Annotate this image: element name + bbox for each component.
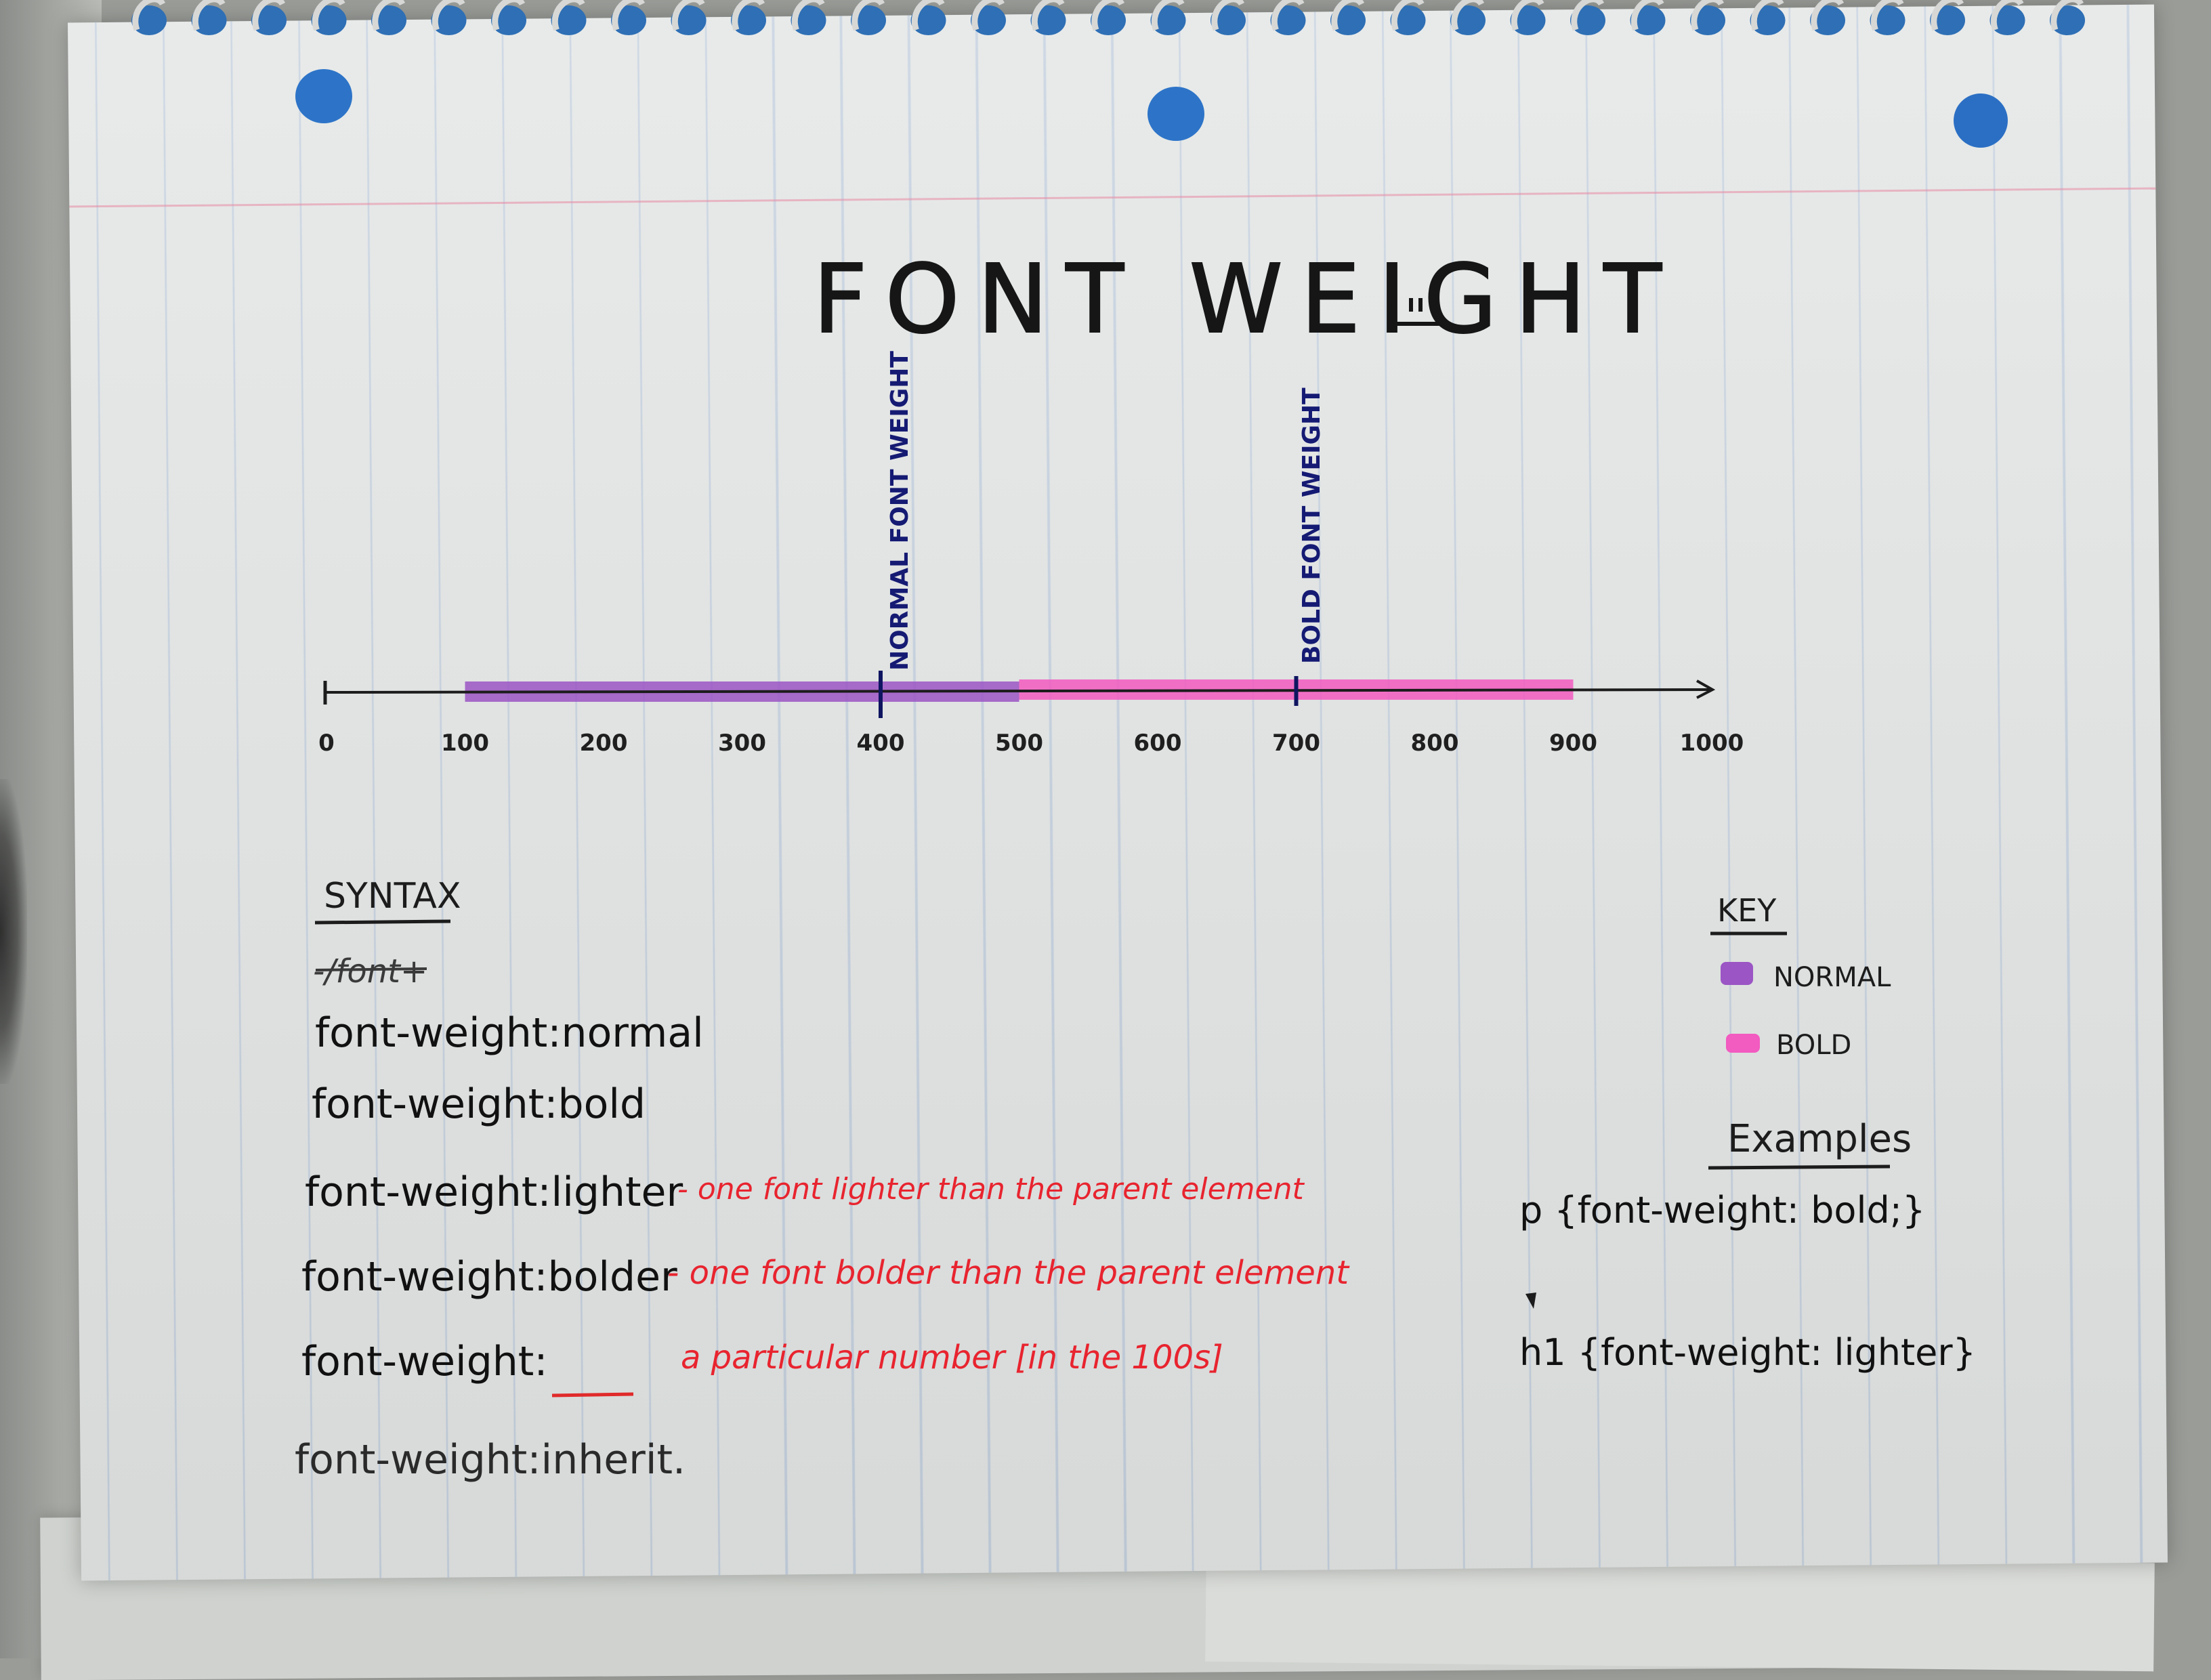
examples-heading: Examples (1727, 1117, 1912, 1161)
note-lighter: - one font lighter than the parent eleme… (677, 1172, 1305, 1206)
key-normal-label: NORMAL (1773, 962, 1891, 993)
spiral-coil (492, 0, 526, 31)
number-line: 0 100 200 300 400 500 600 700 800 900 1000 NORMAL … (318, 351, 1744, 757)
tick-label: 600 (1134, 730, 1182, 757)
spiral-coil (1811, 0, 1845, 31)
spiral-coil (252, 0, 286, 31)
tick-label: 300 (718, 730, 766, 757)
spiral-coil (1571, 0, 1605, 31)
spiral-coil (732, 0, 765, 31)
spiral-coil (2050, 0, 2084, 31)
key-section: KEY NORMAL BOLD (1710, 892, 1891, 1061)
note-number: a particular number [in the 100s] (681, 1339, 1223, 1377)
syntax-section: SYNTAX -/font+ font-weight:normal font-w… (295, 876, 1350, 1484)
spiral-coil (431, 0, 465, 31)
tick-label: 1000 (1680, 730, 1744, 757)
tick-label: 700 (1272, 730, 1320, 757)
spiral-coil (551, 0, 585, 31)
tick-label: 0 (318, 730, 335, 757)
key-heading: KEY (1717, 892, 1777, 929)
page-title: FONT WEIGHT (813, 245, 1679, 355)
spiral-coil (1271, 0, 1305, 31)
spiral-coil (971, 0, 1005, 31)
tick-label: 200 (580, 730, 628, 757)
key-bold-label: BOLD (1776, 1030, 1851, 1061)
key-bold-swatch (1726, 1034, 1760, 1053)
normal-marker-label: NORMAL FONT WEIGHT (886, 351, 914, 671)
spiral-coil (671, 0, 705, 31)
spiral-coil (1511, 0, 1544, 31)
spiral-coil (851, 0, 885, 31)
spiral-coil (1630, 0, 1664, 31)
spiral-coil (911, 0, 945, 31)
tick-label: 100 (441, 730, 489, 757)
syntax-line-lighter: font-weight:lighter (305, 1169, 683, 1216)
blank-underline (551, 1392, 634, 1398)
key-normal-swatch (1721, 962, 1753, 985)
spiral-coil (791, 0, 825, 31)
spiral-binding (131, 0, 2085, 35)
spiral-coil (312, 0, 345, 31)
syntax-line-normal: font-weight:normal (315, 1009, 704, 1057)
tick-label: 400 (857, 730, 905, 757)
syntax-heading: SYNTAX (324, 876, 461, 917)
smiley-icon (1390, 297, 1439, 326)
punched-holes (295, 69, 2008, 148)
spiral-coil (1391, 0, 1425, 31)
ink-dot-icon (1525, 1293, 1536, 1309)
spiral-coil (1990, 0, 2024, 31)
example-h1: h1 {font-weight: lighter} (1519, 1331, 1976, 1374)
spiral-coil (192, 0, 226, 31)
syntax-crossed: -/font+ (313, 952, 427, 990)
spiral-coil (612, 0, 646, 31)
spiral-coil (1931, 0, 1964, 31)
syntax-line-bold: font-weight:bold (312, 1080, 646, 1128)
spiral-coil (1211, 0, 1245, 31)
syntax-line-inherit: font-weight:inherit. (295, 1436, 686, 1484)
spiral-coil (132, 0, 166, 31)
bold-marker-label: BOLD FONT WEIGHT (1298, 387, 1326, 664)
tick-label: 500 (995, 730, 1043, 757)
spiral-coil (372, 0, 406, 31)
examples-section: Examples p {font-weight: bold;} h1 {font… (1519, 1117, 1976, 1374)
syntax-line-bolder: font-weight:bolder (301, 1253, 677, 1301)
note-bolder: - one font bolder than the parent elemen… (667, 1254, 1350, 1292)
spiral-coil (1091, 0, 1125, 31)
spiral-coil (1151, 0, 1185, 31)
tick-label: 900 (1549, 730, 1597, 757)
shadow-left (0, 779, 27, 1084)
spiral-coil (1331, 0, 1365, 31)
example-p: p {font-weight: bold;} (1519, 1189, 1925, 1232)
spiral-coil (1750, 0, 1784, 31)
spiral-coil (1451, 0, 1485, 31)
spiral-coil (1870, 0, 1904, 31)
syntax-line-number: font-weight: (301, 1338, 548, 1385)
tick-label: 800 (1411, 730, 1459, 757)
spiral-coil (1031, 0, 1065, 31)
spiral-coil (1691, 0, 1725, 31)
